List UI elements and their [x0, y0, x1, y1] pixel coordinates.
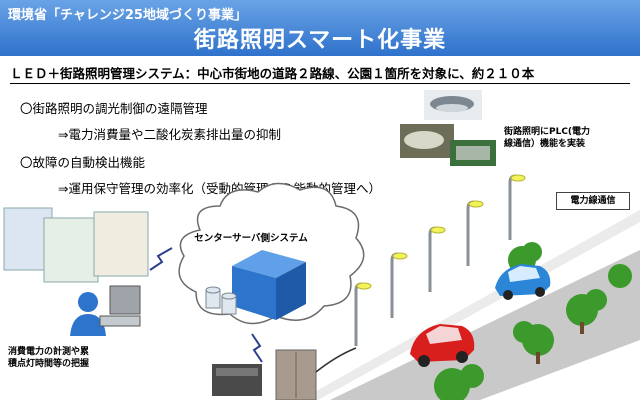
road-edge: [300, 210, 640, 400]
lamp-head: [468, 200, 484, 208]
led-lamp-photo: [424, 90, 482, 120]
database-icon: [205, 286, 237, 315]
system-description: ＬＥＤ＋街路照明管理システム：中心市街地の道路２路線、公園１箇所を対象に、約２１…: [10, 63, 630, 84]
control-cabinet-icon: [275, 349, 317, 400]
power-line-label: 電力線通信: [556, 192, 630, 210]
trees: [434, 242, 632, 400]
plc-module-photo: [450, 140, 496, 166]
plc-lamp-photo: [400, 124, 454, 158]
tree-trunk: [536, 352, 540, 364]
wireless-link-icon: [149, 247, 263, 363]
measurement-label: 消費電力の計測や累 積点灯時間等の把握: [8, 347, 90, 369]
street-lamps: [354, 174, 517, 346]
red-car-icon: [410, 324, 475, 367]
monitoring-screen-photos: [3, 207, 149, 283]
bullet-power-reduction: ⇒電力消費量や二酸化炭素排出量の抑制: [58, 127, 281, 142]
plc-label: 街路照明にPLC(電力 線通信）機能を実装: [504, 127, 591, 149]
center-server-label: センターサーバ側システム: [194, 233, 308, 244]
bullet-fault-detection: 〇故障の自動検出機能: [20, 155, 146, 170]
operator-icon: [70, 292, 106, 336]
lamp-head: [392, 252, 408, 260]
controller-device-icon: [212, 364, 262, 396]
lamp-head: [510, 174, 526, 182]
lamp-head: [356, 282, 372, 290]
lamp-head: [430, 226, 446, 234]
server-building-icon: [232, 250, 306, 320]
blue-car-icon: [495, 264, 551, 300]
header-subtitle: 環境省「チャレンジ25地域づくり事業」: [8, 8, 247, 23]
header-title: 街路照明スマート化事業: [193, 28, 447, 53]
tree-trunk: [580, 322, 584, 334]
power-line-cable: [315, 347, 357, 373]
road: [330, 250, 640, 400]
pc-icon: [99, 285, 141, 327]
header-banner: 環境省「チャレンジ25地域づくり事業」 街路照明スマート化事業: [0, 0, 640, 56]
bullet-remote-dimming: 〇街路照明の調光制御の遠隔管理: [20, 101, 208, 116]
